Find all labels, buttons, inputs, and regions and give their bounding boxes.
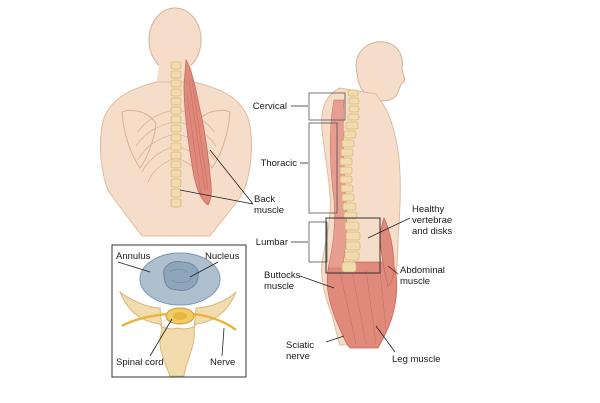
nucleus-swirls bbox=[169, 268, 193, 283]
cervical-label: Cervical bbox=[253, 101, 287, 112]
thoracic-label: Thoracic bbox=[261, 158, 298, 169]
buttocks-muscle-label: Buttocks muscle bbox=[264, 270, 303, 292]
healthy-vertebrae-label: Healthy vertebrae and disks bbox=[412, 204, 455, 237]
back-view-figure bbox=[100, 7, 252, 237]
leader-lines bbox=[117, 105, 411, 357]
cervical-bracket bbox=[308, 92, 346, 121]
sciatic-nerve-label: Sciatic nerve bbox=[286, 340, 317, 362]
side-view-figure bbox=[308, 41, 406, 349]
left-scapula bbox=[121, 110, 157, 169]
thoracic-bracket bbox=[308, 122, 338, 214]
side-view-spine bbox=[339, 89, 361, 273]
nerve-label: Nerve bbox=[210, 357, 235, 368]
back-muscle-shape bbox=[183, 58, 212, 206]
left-nerve-shape bbox=[121, 312, 167, 328]
back-muscle-label: Back muscle bbox=[254, 194, 284, 216]
spinal-cord-label: Spinal cord bbox=[116, 357, 164, 368]
labels: Cervical Thoracic Lumbar Back muscle Hea… bbox=[116, 101, 455, 368]
abdominal-muscle-shape bbox=[379, 216, 395, 287]
back-view-spine bbox=[170, 61, 182, 208]
annulus-label: Annulus bbox=[116, 251, 151, 262]
nucleus-shape bbox=[163, 261, 199, 291]
leg-muscle-label: Leg muscle bbox=[392, 354, 441, 365]
nucleus-label: Nucleus bbox=[205, 251, 240, 262]
right-nerve-shape bbox=[193, 312, 237, 331]
lumbar-label: Lumbar bbox=[256, 237, 288, 248]
leg-muscle-fibers bbox=[339, 269, 387, 345]
healthy-vertebrae-box bbox=[325, 217, 381, 274]
back-muscle-fibers bbox=[186, 79, 209, 196]
lumbar-bracket bbox=[308, 221, 328, 263]
inset-vertebra bbox=[118, 290, 237, 377]
buttocks-leg-muscle-shape bbox=[326, 261, 398, 349]
spinal-cord-core bbox=[173, 312, 187, 320]
abdominal-muscle-label: Abdominal muscle bbox=[400, 265, 448, 287]
